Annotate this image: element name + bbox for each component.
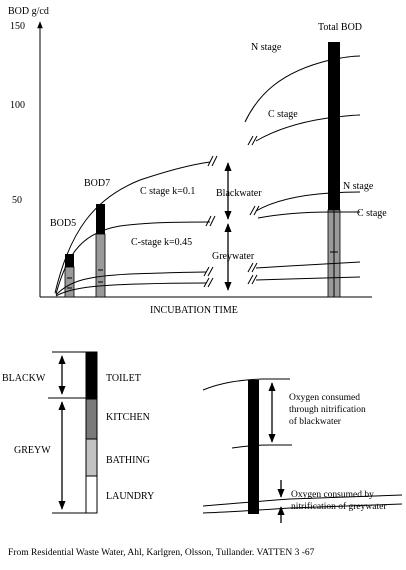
source-citation: From Residential Waste Water, Ahl, Karlg… [8, 548, 315, 558]
total-bod-label: Total BOD [318, 22, 362, 33]
blackwater-nitrification-line2: through nitrification [289, 404, 366, 415]
low-curve-1 [55, 271, 207, 296]
y-tick-100: 100 [10, 100, 25, 111]
blackwater-nitrification-line1: Oxygen consumed [289, 393, 360, 403]
n-stage-top-label: N stage [251, 42, 282, 53]
blackw-label: BLACKW [2, 373, 46, 384]
segment-bathing [85, 438, 98, 477]
y-axis-label: BOD g/cd [8, 6, 49, 17]
greywater-nitrification-line1: Oxygen consumed by [291, 490, 374, 500]
x-axis-label: INCUBATION TIME [150, 305, 238, 316]
nitrification-detail: Oxygen consumed through nitrification of… [202, 378, 403, 523]
n-stage-mid-curve [255, 191, 361, 212]
bod5-label: BOD5 [50, 218, 76, 229]
greywater-label: Greywater [212, 251, 255, 262]
low-curve-2 [55, 282, 207, 297]
c-stage-top-curve [255, 114, 361, 142]
bod-chart: BOD g/cd 150 100 50 INCUBATION TIME Tota… [8, 6, 387, 316]
c-stage-k045-label: C-stage k=0.45 [131, 237, 192, 248]
bod7-label: BOD7 [84, 178, 110, 189]
total-bod-bar-nstage [328, 42, 340, 210]
segment-toilet [85, 351, 98, 400]
bod7-bar-grey [95, 233, 106, 298]
blackwater-c-curve [54, 161, 211, 294]
c-stage-top-label: C stage [268, 109, 298, 120]
nitrification-bar [248, 380, 259, 514]
blackwater-label: Blackwater [216, 188, 262, 199]
bod5-bar-black [65, 254, 74, 267]
c-stage-mid-label: C stage [357, 208, 387, 219]
blackwater-nitrification-line3: of blackwater [289, 416, 342, 427]
n-stage-curve [244, 55, 361, 123]
bod7-bar-black [96, 204, 105, 234]
bod5-bar-grey [64, 266, 75, 298]
c-stage-k01-label: C stage k=0.1 [140, 186, 195, 197]
greywater-nitrification-line2: nitrification of greywater [291, 501, 387, 512]
y-tick-150: 150 [10, 21, 25, 32]
c-stage-mid-curve [257, 211, 360, 219]
greyw-label: GREYW [14, 445, 51, 456]
segment-laundry [85, 475, 98, 514]
y-tick-50: 50 [12, 195, 22, 206]
toilet-label: TOILET [106, 373, 141, 384]
kitchen-label: KITCHEN [106, 412, 150, 423]
greywater-c-curve [55, 221, 211, 295]
n-stage-mid-label: N stage [343, 181, 374, 192]
segment-kitchen [85, 398, 98, 440]
wastewater-source-bar: TOILET KITCHEN BATHING LAUNDRY BLACKW GR… [2, 351, 154, 514]
bathing-label: BATHING [106, 455, 150, 466]
laundry-label: LAUNDRY [106, 491, 154, 502]
